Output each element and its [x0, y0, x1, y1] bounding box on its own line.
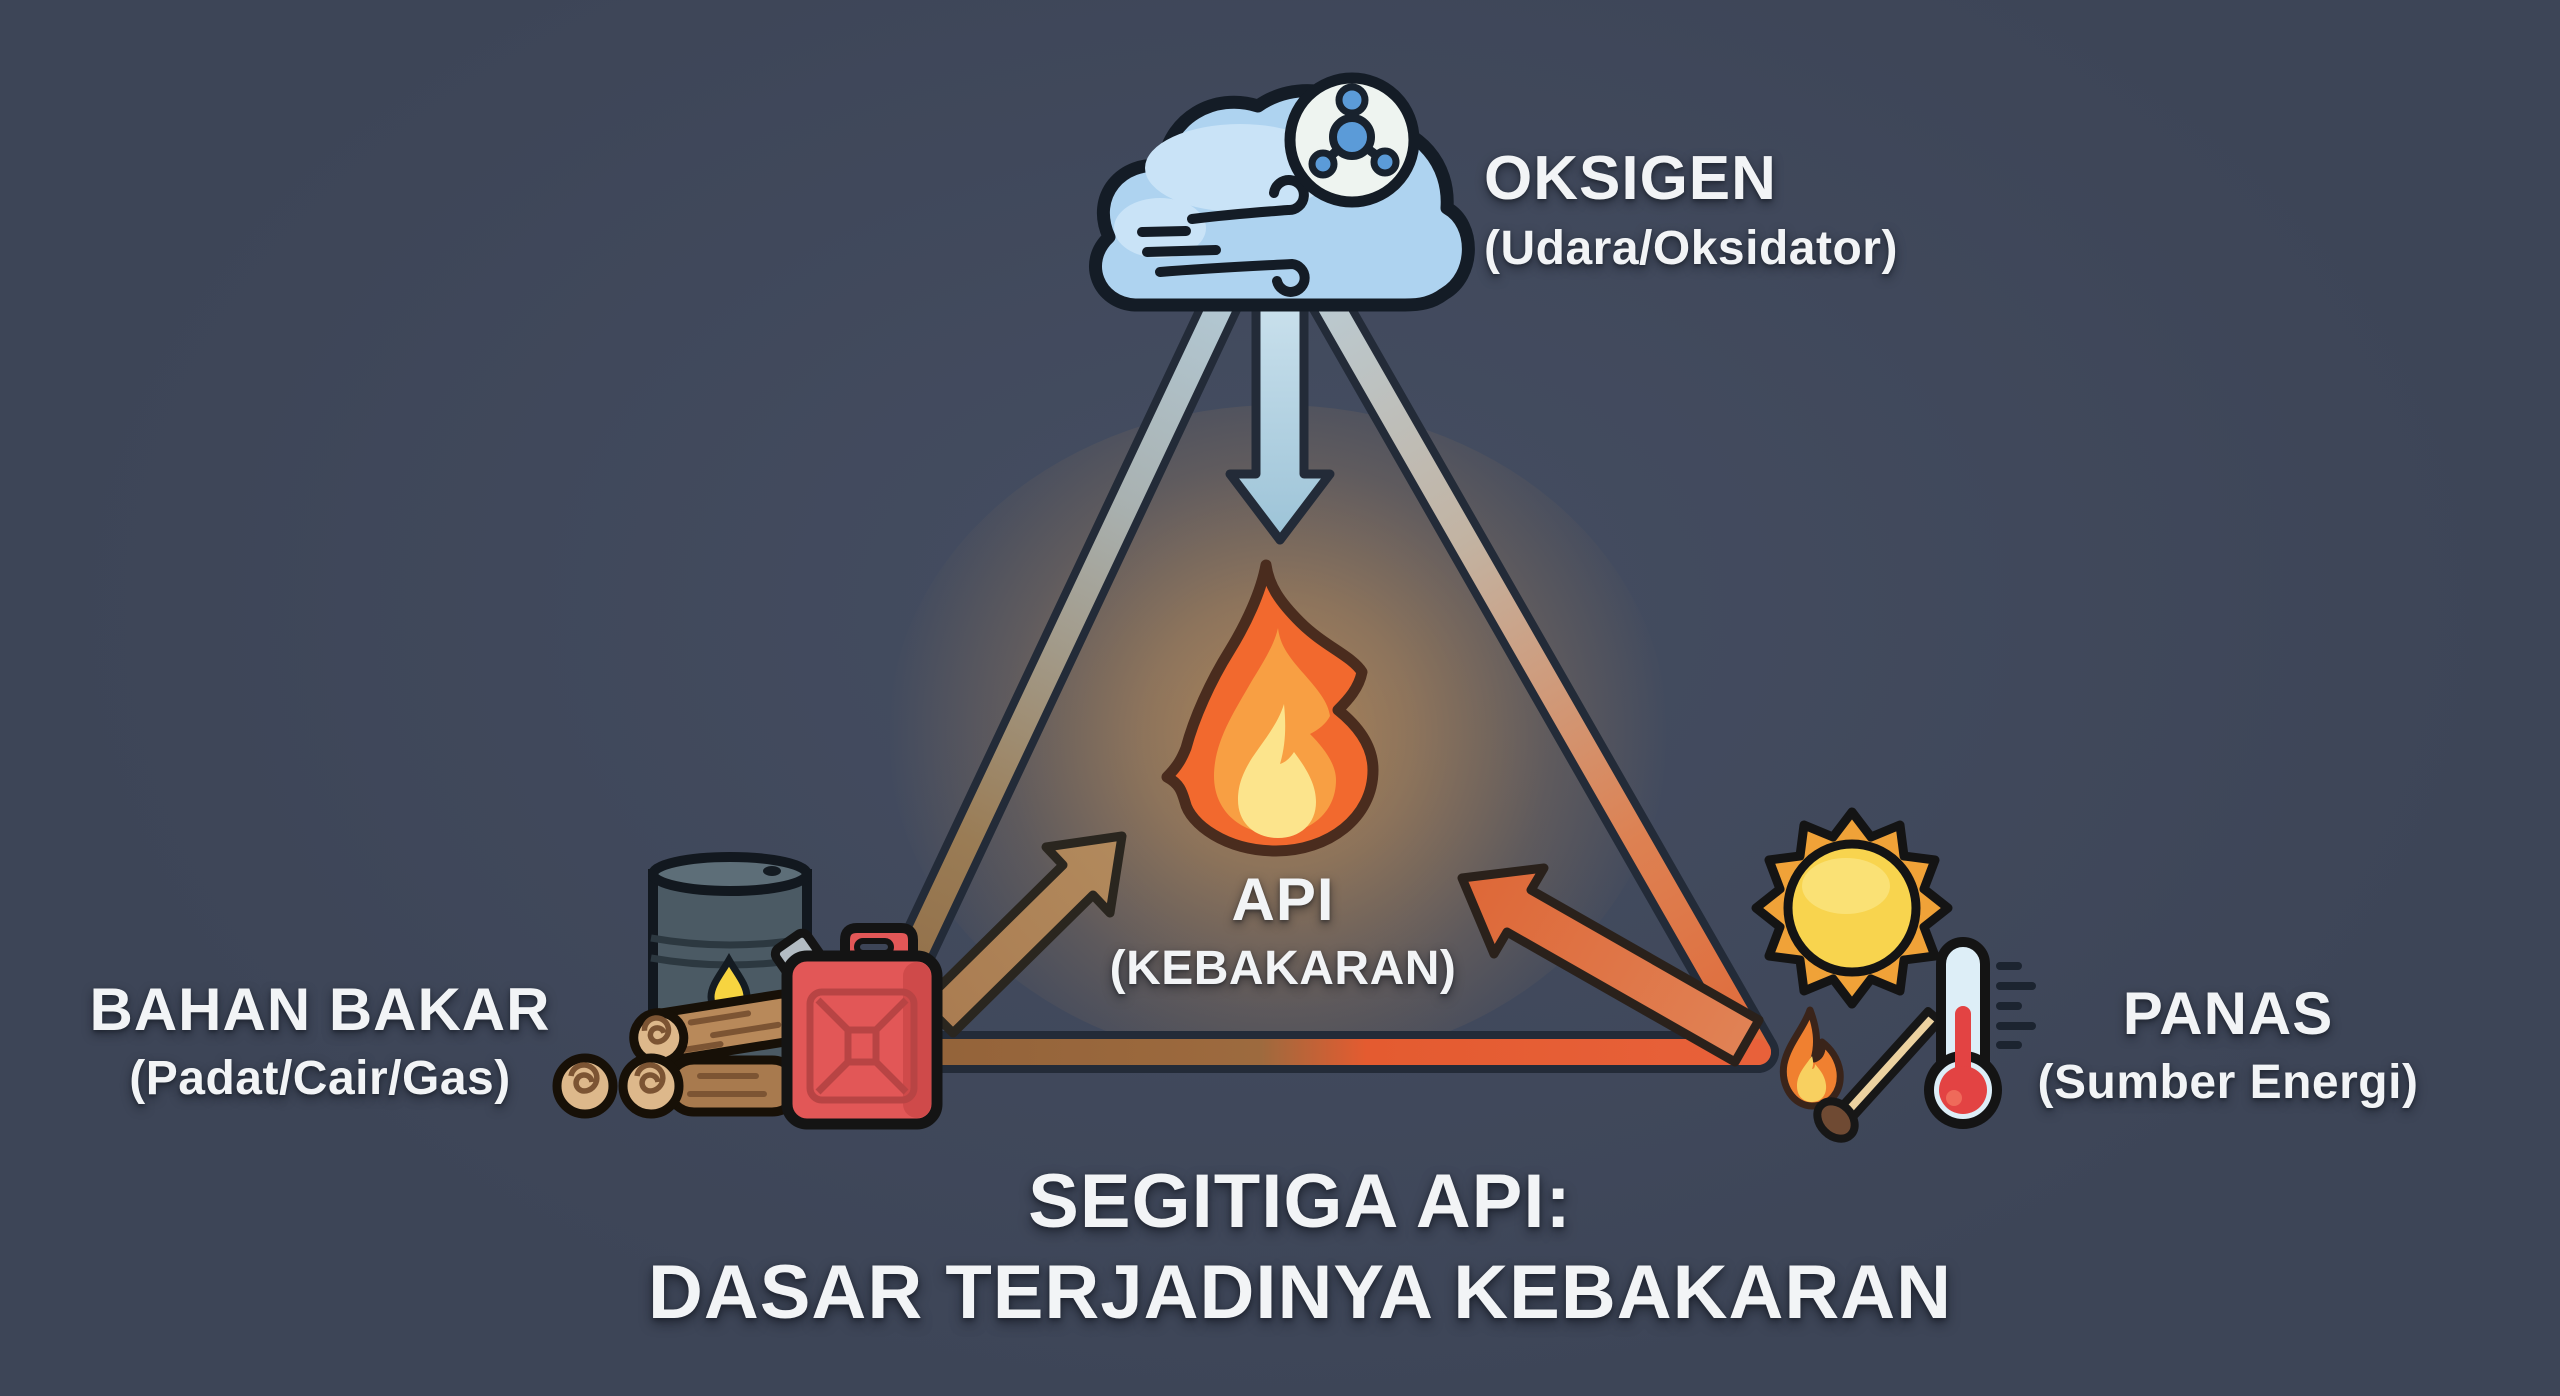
can-x-panel — [806, 988, 918, 1104]
fuel-title: BAHAN BAKAR — [89, 976, 551, 1043]
match-icon — [1813, 1007, 1944, 1143]
flame-icon — [1161, 559, 1379, 857]
jerry-can-icon — [770, 923, 943, 1130]
oxygen-subtitle: (Udara/Oksidator) — [1484, 221, 1898, 275]
barrel-logs-jerrycan-icon — [552, 852, 943, 1130]
oxygen-title: OKSIGEN — [1484, 144, 1777, 213]
triangle-edges — [855, 187, 1771, 1065]
thermometer-scale — [1996, 962, 2036, 1049]
barrel-hole — [763, 866, 781, 876]
fuel-label: BAHAN BAKAR (Padat/Cair/Gas) — [60, 976, 580, 1105]
fuel-arrow — [918, 831, 1127, 1038]
diagram-title: SEGITIGA API: DASAR TERJADINYA KEBAKARAN — [300, 1156, 2300, 1338]
diagram-title-line2: DASAR TERJADINYA KEBAKARAN — [647, 1250, 1953, 1336]
oxygen-arrow — [1225, 301, 1335, 545]
heat-title: PANAS — [2122, 980, 2334, 1047]
sun-icon — [1751, 807, 1953, 1009]
cloud-wind-molecule-icon — [1089, 72, 1475, 312]
edge-oxygen-heat — [1257, 187, 1771, 1065]
thermometer-icon — [1924, 937, 2036, 1129]
edge-oxygen-fuel — [855, 187, 1283, 1065]
molecule-icon — [1308, 83, 1400, 179]
fire-label: API (KEBAKARAN) — [1103, 866, 1463, 995]
fire-title: API — [1231, 866, 1335, 933]
sun-match-thermometer-icon — [1751, 807, 2036, 1143]
fuel-subtitle: (Padat/Cair/Gas) — [129, 1051, 511, 1105]
oxygen-label: OKSIGEN (Udara/Oksidator) — [1484, 144, 1898, 275]
flame-core — [1238, 704, 1316, 838]
fire-subtitle: (KEBAKARAN) — [1109, 941, 1457, 995]
diagram-title-line1: SEGITIGA API: — [1028, 1159, 1572, 1244]
wind-lines-icon — [1137, 175, 1310, 297]
heat-arrow — [1457, 863, 1764, 1067]
heat-subtitle: (Sumber Energi) — [2037, 1055, 2419, 1109]
heat-label: PANAS (Sumber Energi) — [2028, 980, 2428, 1109]
spark-flame-icon — [1779, 1006, 1844, 1110]
wood-logs-icon — [552, 989, 812, 1119]
